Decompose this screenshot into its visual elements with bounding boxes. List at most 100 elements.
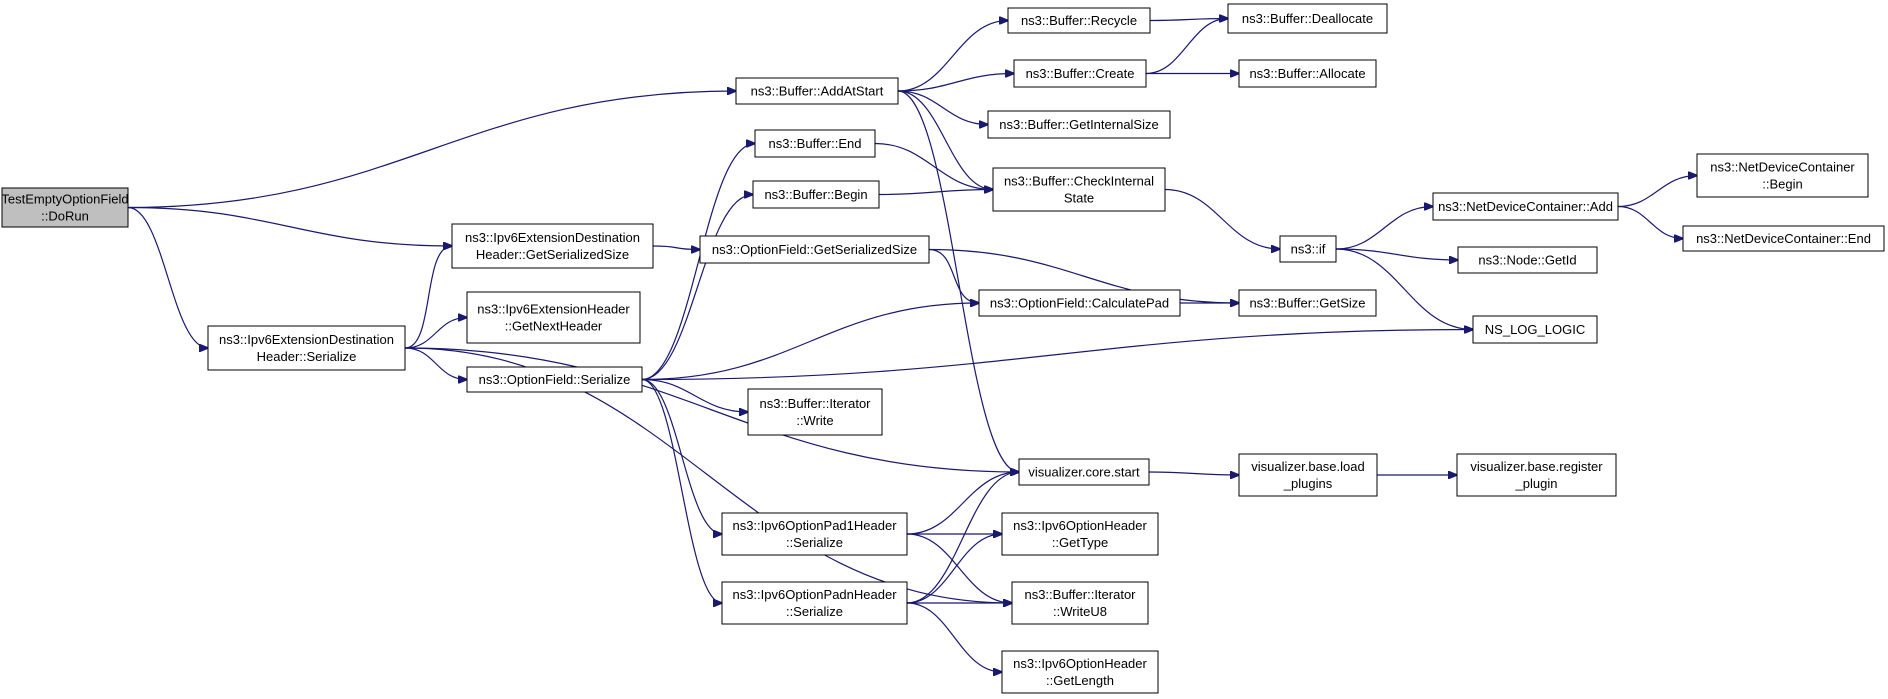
node-box <box>1238 453 1378 497</box>
node-label: ns3::NetDeviceContainer <box>1710 160 1855 175</box>
node-box <box>1001 650 1159 694</box>
edge-optSize-to-getSize <box>928 248 1239 304</box>
edge-create-to-dealloc <box>1145 19 1228 75</box>
node-getLength[interactable]: ns3::Ipv6OptionHeader::GetLength <box>1001 650 1159 694</box>
node-label: visualizer.base.register <box>1470 459 1603 474</box>
edge-end-to-checkState <box>874 142 993 190</box>
node-box <box>1227 3 1388 34</box>
edge-nsIf-to-ndcAdd <box>1335 207 1433 250</box>
node-box <box>1696 153 1869 198</box>
node-label: ns3::Buffer::Deallocate <box>1242 11 1373 26</box>
node-iterWrite[interactable]: ns3::Buffer::Iterator::Write <box>747 388 883 436</box>
edge-addAtStart-to-create <box>897 74 1014 92</box>
node-ndcEnd[interactable]: ns3::NetDeviceContainer::End <box>1682 225 1885 252</box>
node-destSer[interactable]: ns3::Ipv6ExtensionDestinationHeader::Ser… <box>207 325 406 371</box>
node-label: ns3::Buffer::GetSize <box>1249 296 1365 311</box>
node-calcPad[interactable]: ns3::OptionField::CalculatePad <box>978 289 1181 317</box>
edge-padn-to-getType <box>906 534 1002 604</box>
node-box <box>721 581 908 625</box>
node-nodeGetId[interactable]: ns3::Node::GetId <box>1457 246 1598 274</box>
node-label: ns3::OptionField::GetSerializedSize <box>712 242 917 257</box>
edge-nsIf-to-nodeGetId <box>1335 248 1458 260</box>
node-dealloc[interactable]: ns3::Buffer::Deallocate <box>1227 3 1388 34</box>
edge-destSer-to-nextHdr <box>404 318 467 349</box>
node-box <box>451 223 654 269</box>
node-loadPlugins[interactable]: visualizer.base.load _plugins <box>1238 453 1378 497</box>
node-recycle[interactable]: ns3::Buffer::Recycle <box>1007 7 1151 34</box>
node-create[interactable]: ns3::Buffer::Create <box>1013 59 1147 88</box>
node-getType[interactable]: ns3::Ipv6OptionHeader::GetType <box>1001 512 1159 556</box>
node-label: ns3::NetDeviceContainer::End <box>1696 231 1871 246</box>
node-begin[interactable]: ns3::Buffer::Begin <box>752 180 880 209</box>
node-label: visualizer.core.start <box>1028 465 1140 480</box>
node-end[interactable]: ns3::Buffer::End <box>754 129 876 158</box>
node-writeU8[interactable]: ns3::Buffer::Iterator::WriteU8 <box>1011 581 1149 625</box>
node-doRun[interactable]: TestEmptyOptionField::DoRun <box>1 187 129 228</box>
edge-optSer-to-logLogic <box>641 330 1473 381</box>
node-label: ns3::Ipv6OptionPad1Header <box>732 518 897 533</box>
node-label: ns3::Buffer::Begin <box>764 187 867 202</box>
node-label: ::Serialize <box>786 535 843 550</box>
node-box <box>1 187 129 228</box>
node-label: ns3::OptionField::Serialize <box>479 372 631 387</box>
node-addAtStart[interactable]: ns3::Buffer::AddAtStart <box>735 77 899 105</box>
node-label: ns3::Ipv6OptionPadnHeader <box>732 587 897 602</box>
edge-optSer-to-end <box>641 144 755 381</box>
node-label: ::Write <box>796 413 833 428</box>
node-label: visualizer.base.load <box>1251 459 1364 474</box>
node-alloc[interactable]: ns3::Buffer::Allocate <box>1238 59 1377 88</box>
node-internalSize[interactable]: ns3::Buffer::GetInternalSize <box>987 110 1171 139</box>
node-box <box>987 110 1171 139</box>
node-label: ns3::Ipv6ExtensionDestination <box>219 332 394 347</box>
node-label: ns3::Buffer::Iterator <box>759 396 871 411</box>
node-box <box>699 235 930 264</box>
node-nextHdr[interactable]: ns3::Ipv6ExtensionHeader::GetNextHeader <box>466 291 641 344</box>
edge-optSer-to-begin <box>641 195 753 381</box>
edge-destSize-to-optSize <box>652 245 700 250</box>
edge-addAtStart-to-internalSize <box>897 90 988 125</box>
node-label: ::WriteU8 <box>1053 604 1107 619</box>
node-box <box>1018 458 1150 486</box>
node-box <box>1007 7 1151 34</box>
node-ndcBegin[interactable]: ns3::NetDeviceContainer::Begin <box>1696 153 1869 198</box>
node-label: Header::Serialize <box>257 349 357 364</box>
node-box <box>978 289 1181 317</box>
node-box <box>1456 453 1617 497</box>
node-box <box>1238 289 1377 317</box>
node-label: _plugins <box>1283 476 1333 491</box>
node-pad1[interactable]: ns3::Ipv6OptionPad1Header::Serialize <box>721 512 908 556</box>
node-label: State <box>1064 191 1094 206</box>
node-regPlugin[interactable]: visualizer.base.register _plugin <box>1456 453 1617 497</box>
node-box <box>1279 235 1337 263</box>
node-label: ns3::NetDeviceContainer::Add <box>1438 199 1613 214</box>
node-destSize[interactable]: ns3::Ipv6ExtensionDestinationHeader::Get… <box>451 223 654 269</box>
node-box <box>735 77 899 105</box>
node-nsIf[interactable]: ns3::if <box>1279 235 1337 263</box>
node-vizStart[interactable]: visualizer.core.start <box>1018 458 1150 486</box>
edge-padn-to-vizStart <box>906 472 1019 604</box>
node-label: ns3::Buffer::Create <box>1026 66 1135 81</box>
edge-optSer-to-pad1 <box>641 378 722 535</box>
edge-ndcAdd-to-ndcEnd <box>1617 205 1683 239</box>
node-optSize[interactable]: ns3::OptionField::GetSerializedSize <box>699 235 930 264</box>
edge-vizStart-to-loadPlugins <box>1148 472 1239 475</box>
node-label: ns3::OptionField::CalculatePad <box>990 296 1169 311</box>
node-label: ns3::Buffer::AddAtStart <box>751 84 884 99</box>
node-label: _plugin <box>1515 476 1558 491</box>
node-label: ns3::Buffer::End <box>769 136 862 151</box>
node-ndcAdd[interactable]: ns3::NetDeviceContainer::Add <box>1432 192 1619 221</box>
node-box <box>1457 246 1598 274</box>
edge-destSer-to-destSize <box>404 246 452 349</box>
edge-doRun-to-addAtStart <box>127 91 736 209</box>
node-box <box>466 366 643 393</box>
edge-addAtStart-to-recycle <box>897 21 1008 92</box>
node-getSize[interactable]: ns3::Buffer::GetSize <box>1238 289 1377 317</box>
node-label: ns3::Buffer::Allocate <box>1249 66 1365 81</box>
node-padn[interactable]: ns3::Ipv6OptionPadnHeader::Serialize <box>721 581 908 625</box>
node-optSer[interactable]: ns3::OptionField::Serialize <box>466 366 643 393</box>
node-label: Header::GetSerializedSize <box>476 247 629 262</box>
node-logLogic[interactable]: NS_LOG_LOGIC <box>1472 315 1598 344</box>
node-box <box>466 291 641 344</box>
